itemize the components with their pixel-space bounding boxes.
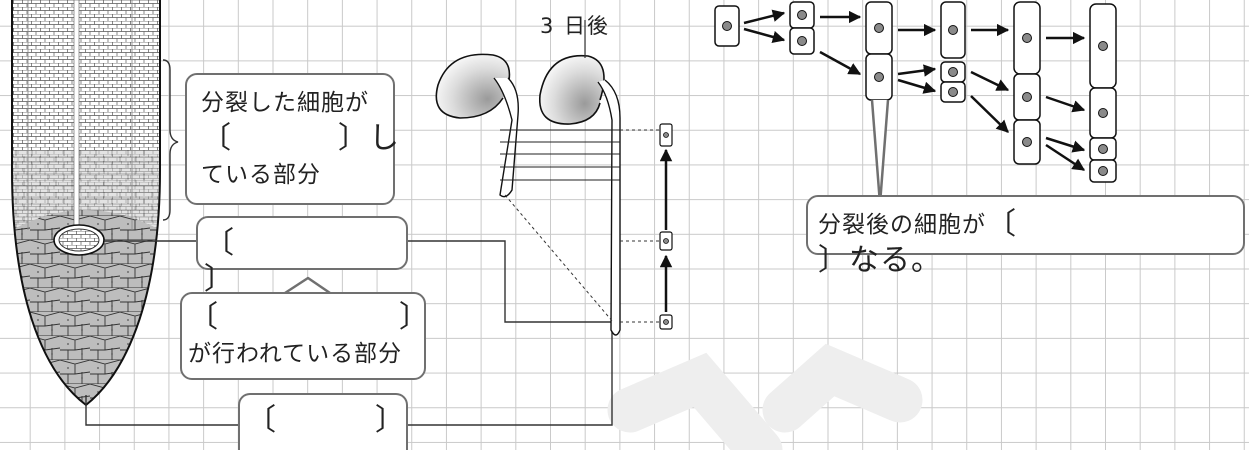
answer-bracket-close: 〕 [375, 403, 406, 438]
mark-guide-lines [504, 129, 660, 323]
cell-division-diagram [714, 1, 1117, 206]
answer-bracket-open: 〔 [986, 207, 1017, 242]
answer-bracket-close: 〕し [338, 121, 400, 156]
root-tip-illustration [11, 0, 179, 407]
answer-bracket-open: 〔 [204, 226, 235, 261]
watermark [607, 343, 923, 450]
answer-bracket-close: 〕なる。 [818, 243, 942, 278]
after-division-text: 分裂後の細胞が [818, 212, 986, 238]
connector-bottom-left [85, 395, 238, 426]
connector-bottom-right [408, 330, 613, 426]
answer-bracket-open: 〔 [246, 403, 277, 438]
elongation-line-1: 分裂した細胞が [201, 90, 369, 116]
elongation-line-3: ている部分 [201, 162, 321, 188]
callout-pointer [870, 99, 890, 206]
division-line-1: 〔〕 [188, 300, 429, 336]
cell-elongation-arrow [659, 123, 673, 330]
growth-point-box: 〔〕 [196, 216, 408, 295]
division-zone-box: 〔〕 が行われている部分 [180, 292, 429, 380]
answer-bracket-close: 〕 [204, 262, 235, 297]
seedling-day3 [539, 54, 621, 336]
answer-bracket-open: 〔 [201, 121, 232, 156]
bottom-answer-box: 〔〕 [238, 393, 408, 450]
day3-label: 3 日後 [540, 14, 611, 38]
division-callout-pointer [284, 276, 331, 295]
elongation-zone-box: 分裂した細胞が 〔 〕し ている部分 [185, 73, 399, 205]
elongation-line-2: 〔 〕し [201, 121, 399, 157]
answer-bracket-close: 〕 [399, 300, 430, 335]
root-marks [500, 129, 620, 181]
division-line-2: が行われている部分 [188, 341, 403, 367]
after-division-box: 分裂後の細胞が〔〕なる。 [806, 195, 1245, 276]
connector-tip-seedling [408, 240, 613, 323]
elongation-zone-brace [162, 59, 179, 221]
seedling-start [435, 53, 519, 198]
answer-bracket-open: 〔 [188, 300, 219, 335]
